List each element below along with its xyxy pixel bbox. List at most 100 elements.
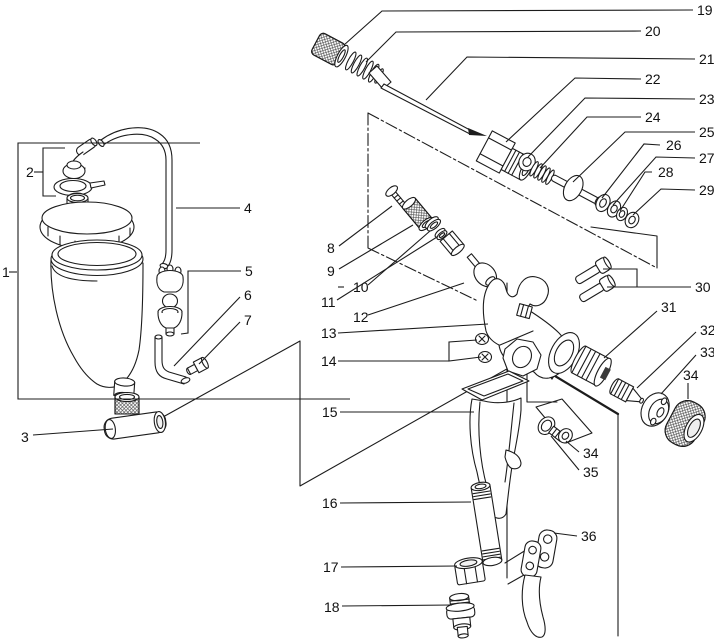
callout-leader (527, 97, 696, 158)
callout-34: 34 (565, 440, 599, 461)
callout-leader (341, 604, 453, 607)
callout-29: 29 (632, 182, 714, 216)
callout-27: 27 (612, 150, 714, 206)
callout-8: 8 (327, 205, 393, 256)
stem-washer-1 (595, 193, 611, 213)
callout-number: 29 (699, 182, 714, 198)
callout-number: 16 (322, 495, 338, 511)
callout-36: 36 (553, 528, 597, 544)
callout-number: 19 (697, 2, 713, 18)
plane-corner-bracket (590, 226, 658, 269)
callout-20: 20 (365, 23, 661, 63)
callout-number: 3 (21, 429, 29, 445)
needle-butt (368, 65, 392, 90)
bleed-screw (537, 416, 566, 442)
cup-body (50, 239, 144, 401)
swivel-plate-inner (59, 179, 87, 193)
nipple-fitting (186, 356, 209, 376)
callout-leader (338, 224, 414, 270)
callout-leader (636, 331, 697, 389)
callout-23: 23 (527, 91, 714, 158)
callout-number: 21 (699, 51, 714, 67)
callout-leader (17, 142, 350, 400)
callout-leader (632, 188, 696, 216)
callout-leader (603, 268, 638, 287)
assembly-direction-arrow-shaft (548, 371, 620, 416)
callout-number: 17 (323, 559, 339, 575)
needle-tip (468, 128, 487, 136)
callout-24: 24 (539, 109, 661, 169)
body-detail-line (499, 330, 534, 346)
bleed-nut (557, 428, 573, 444)
fluid-needle (368, 65, 487, 136)
callout-33: 33 (660, 344, 714, 395)
handle-grip-lines (478, 401, 515, 488)
packing-nut (311, 32, 349, 68)
callout-leader (343, 9, 694, 46)
callout-leader (367, 230, 431, 286)
handle-hook (504, 449, 522, 470)
callout-18: 18 (324, 599, 453, 615)
callout-leader (565, 440, 580, 453)
tee-top-hole (118, 393, 136, 401)
callout-leader (505, 77, 642, 143)
fluid-inlet-hex (502, 338, 542, 377)
swivel-dome-top (66, 160, 82, 170)
callout-layer: 1234567891011121314151617181920212223242… (2, 2, 714, 615)
barrel-front-opening (553, 339, 575, 367)
callout-leader (32, 428, 114, 436)
callout-11: 11 (321, 236, 438, 310)
callout-32: 32 (636, 322, 714, 389)
handle-top-inner (467, 373, 524, 397)
cup-rim (51, 239, 143, 271)
callout-19: 19 (343, 2, 713, 46)
callout-number: 2 (26, 164, 34, 180)
callout-22: 22 (505, 71, 661, 143)
callout-leader (612, 156, 696, 206)
callout-leader (660, 354, 697, 395)
cup-lid (39, 192, 135, 253)
filter-gasket (424, 216, 442, 232)
callout-number: 8 (327, 240, 335, 256)
callout-leader (42, 147, 65, 197)
callout-15: 15 (322, 404, 474, 420)
callout-number: 35 (583, 464, 599, 480)
filter-housing (439, 230, 465, 257)
callout-number: 24 (645, 109, 661, 125)
tube-nut (454, 557, 486, 586)
callout-number: 4 (244, 200, 252, 216)
callout-number: 11 (321, 294, 336, 310)
callout-21: 21 (425, 51, 714, 101)
callout-leader (553, 532, 578, 537)
pickup-tube (97, 127, 173, 270)
callout-number: 36 (581, 528, 597, 544)
tube-inner (101, 133, 167, 265)
callout-leader (339, 501, 472, 504)
callout-leader (539, 116, 641, 169)
fluid-inlet-opening (511, 345, 533, 369)
elbow-inner (161, 336, 187, 378)
callout-6: 6 (173, 287, 252, 367)
callout-17: 17 (323, 559, 458, 575)
callout-number: 23 (699, 91, 714, 107)
callout-leader (619, 171, 652, 212)
check-valve-set (156, 264, 184, 337)
air-cap (640, 392, 670, 427)
callout-number: 33 (700, 344, 714, 360)
callout-leader (198, 321, 241, 365)
air-fitting (445, 592, 476, 639)
swivel-tab (89, 180, 106, 189)
valve-seat-tip (165, 331, 175, 337)
callout-number: 27 (699, 150, 714, 166)
cup-rim-inner (57, 241, 137, 267)
callout-number: 31 (661, 299, 677, 315)
callout-leader (425, 56, 696, 101)
callout-number: 15 (322, 404, 338, 420)
callout-number: 13 (321, 325, 337, 341)
valve-crown-body (156, 276, 184, 293)
callout-3: 3 (21, 428, 114, 445)
trigger-blade (521, 574, 546, 638)
callout-leader (337, 323, 489, 334)
callout-4: 4 (176, 200, 252, 216)
callout-9: 9 (327, 224, 414, 279)
